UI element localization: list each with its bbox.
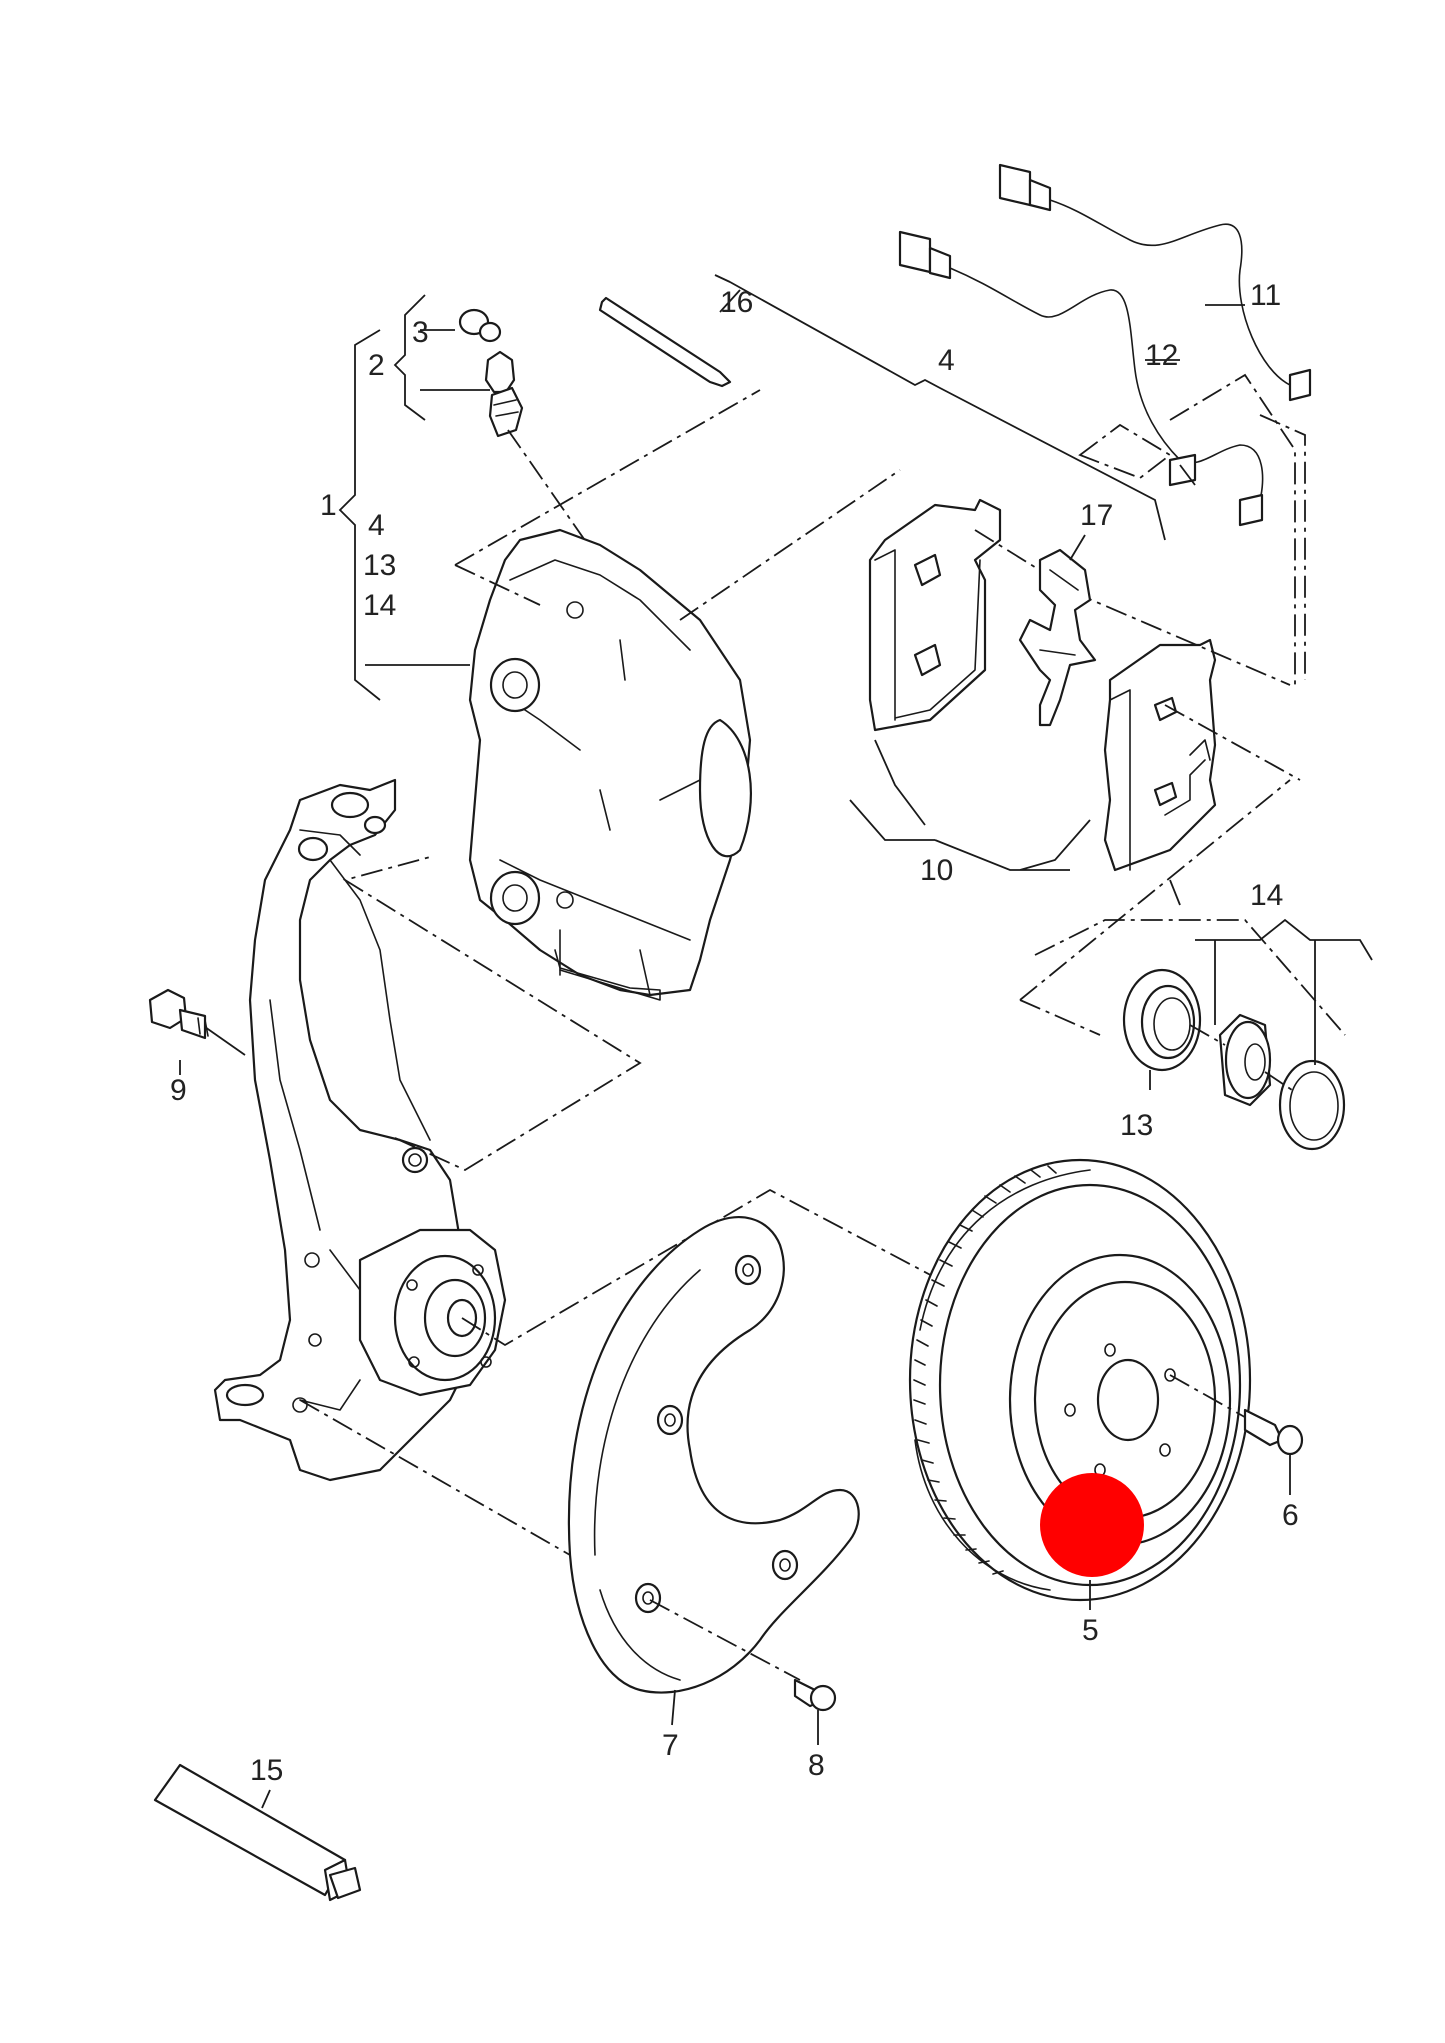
shield-screw [793,1678,837,1712]
wear-sensor-11 [998,163,1312,402]
callout-10: 10 [920,854,953,887]
callout-13: 13 [1120,1109,1153,1142]
callout-4-group: 4 [368,509,385,542]
callout-7: 7 [662,1729,679,1762]
callout-8: 8 [808,1749,825,1782]
callout-6: 6 [1282,1499,1299,1532]
brake-pad-front [1103,638,1217,872]
group-bracket-2 [393,294,490,421]
callout-15: 15 [250,1754,283,1787]
callout-13-group: 13 [363,549,396,582]
callout-17: 17 [1080,499,1113,532]
brake-disc [908,1158,1252,1602]
callout-14: 14 [1250,879,1283,912]
callout-1: 1 [320,489,337,522]
group-bracket-1 [338,329,470,701]
pad-spring-clip [1018,548,1097,727]
callout-9: 9 [170,1074,187,1107]
bleeder-screw [484,350,524,438]
callout-4-top: 4 [938,344,955,377]
callout-3: 3 [412,316,429,349]
splash-shield [567,1216,860,1694]
disc-screw [1243,1408,1304,1456]
guide-sleeve-14 [1218,1013,1272,1107]
grease-tube [153,1763,362,1902]
callout-2: 2 [368,349,385,382]
seal-ring-14 [1278,1059,1346,1151]
brake-caliper [468,528,752,1001]
wear-sensor-12 [898,230,1264,527]
callout-12: 12 [1145,339,1178,372]
callout-16: 16 [720,286,753,319]
callout-14-group: 14 [363,589,396,622]
callout-5: 5 [1082,1614,1099,1647]
steering-knuckle [213,778,507,1482]
highlight-marker [1040,1473,1144,1577]
brake-pad-rear [868,498,1002,732]
dust-boot-13 [1122,968,1202,1072]
bleeder-cap [458,308,502,343]
callout-11: 11 [1250,279,1281,312]
knuckle-bolt [148,988,209,1040]
pad-retaining-pin [598,296,732,388]
